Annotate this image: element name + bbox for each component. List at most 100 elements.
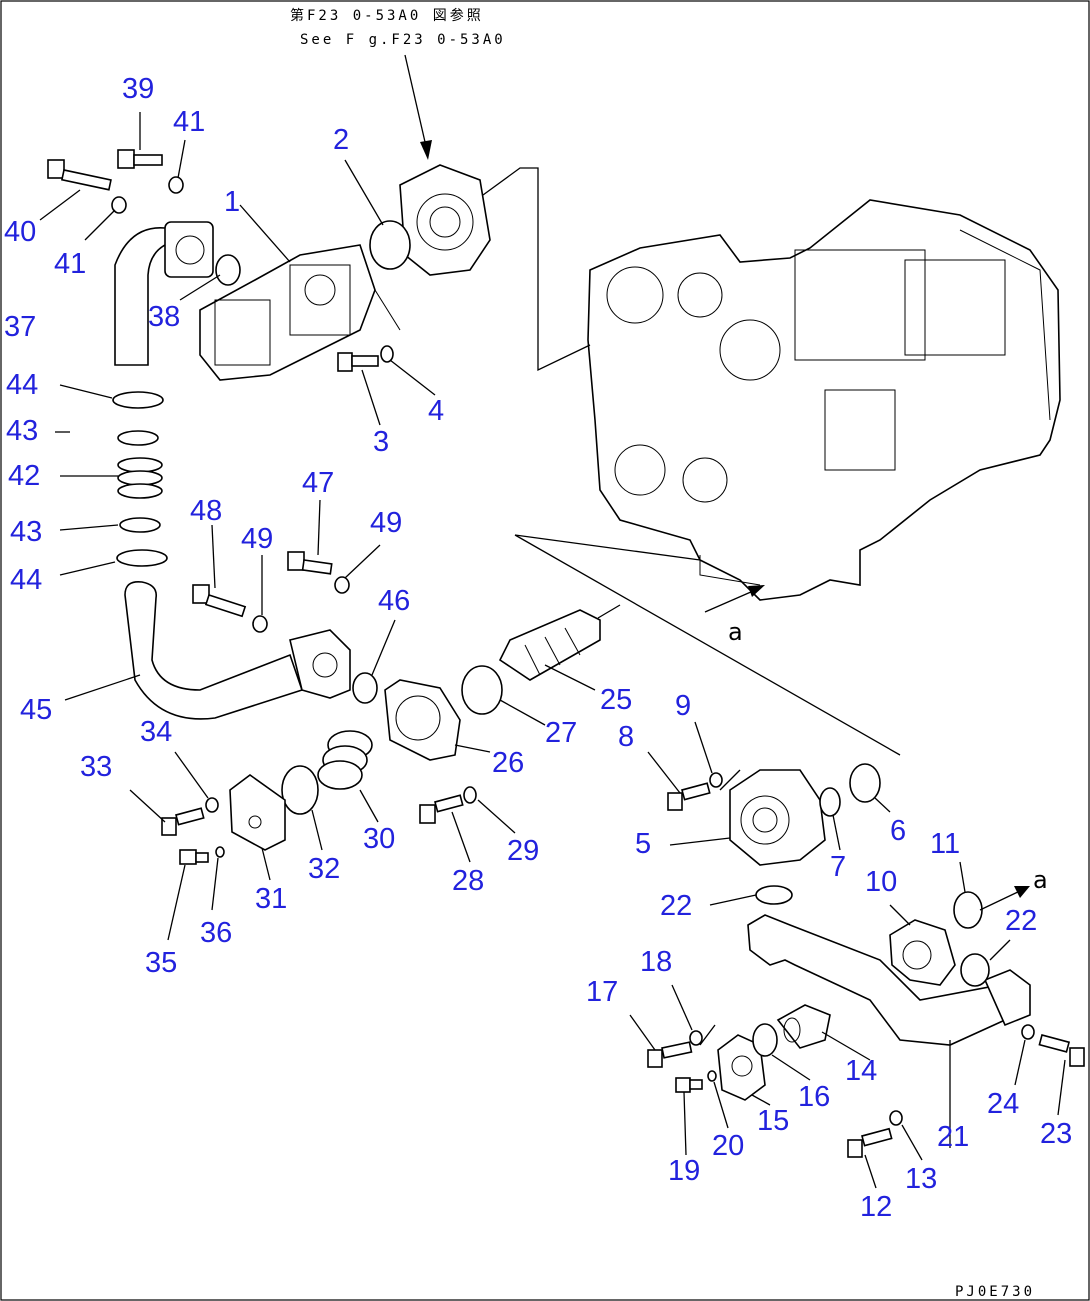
cover-31	[229, 774, 286, 851]
callout-49-left: 49	[241, 523, 273, 555]
leader-3	[361, 369, 381, 426]
leader-8	[647, 751, 681, 794]
leader-28	[451, 811, 471, 863]
leader-33	[129, 789, 166, 823]
washer-49-left	[252, 615, 268, 633]
bolt-39	[117, 149, 163, 169]
leader-12	[864, 1154, 877, 1189]
leader-24	[1014, 1039, 1026, 1086]
callout-26: 26	[492, 747, 524, 779]
leader-34	[174, 751, 209, 799]
callout-6: 6	[890, 815, 906, 847]
callout-31: 31	[255, 883, 287, 915]
callout-37: 37	[4, 311, 36, 343]
callout-38: 38	[148, 301, 180, 333]
o-ring-46	[352, 672, 378, 704]
callout-19: 19	[668, 1155, 700, 1187]
callout-29: 29	[507, 835, 539, 867]
leader-45	[64, 674, 141, 701]
leader-29	[477, 799, 516, 834]
leader-16	[771, 1054, 811, 1081]
callout-1: 1	[224, 186, 240, 218]
flange-15	[717, 1034, 766, 1101]
reference-arrow	[404, 54, 429, 156]
leader-17	[629, 1014, 656, 1051]
clamp-44-lower	[116, 549, 168, 567]
washer-34	[205, 797, 219, 813]
leader-25	[544, 664, 596, 691]
strainer-case-26	[384, 679, 461, 761]
transmission-housing	[587, 199, 1061, 601]
leader-46	[371, 619, 396, 676]
strainer-25	[498, 609, 601, 681]
bolt-33	[161, 807, 205, 836]
callout-44-lower: 44	[10, 564, 42, 596]
o-ring-36	[215, 846, 225, 858]
leader-48	[211, 524, 216, 589]
callout-10: 10	[865, 866, 897, 898]
leader-13	[901, 1124, 923, 1161]
leader-30	[359, 789, 379, 823]
leader-47	[317, 499, 321, 556]
callout-9: 9	[675, 690, 691, 722]
callout-16: 16	[798, 1081, 830, 1113]
callout-41-lower: 41	[54, 248, 86, 280]
o-ring-7	[819, 787, 841, 817]
view-letter-lower: a	[1033, 866, 1048, 894]
plug-35	[179, 849, 209, 865]
leader-26	[454, 744, 491, 753]
leader-4	[389, 359, 436, 396]
leader-41-upper	[177, 139, 186, 179]
discharge-pipe-21	[747, 914, 1031, 1046]
leader-22-lower	[989, 939, 1011, 961]
housing-leader-upper	[482, 167, 591, 372]
callout-36: 36	[200, 917, 232, 949]
leader-49-right	[344, 544, 381, 579]
strainer-leader	[597, 604, 621, 619]
bolt-48	[192, 584, 247, 618]
leader-20	[713, 1081, 729, 1129]
callout-15: 15	[757, 1105, 789, 1137]
callout-41-upper: 41	[173, 106, 205, 138]
reference-note-jp: 第F23 0-53A0 図参照	[290, 7, 484, 24]
callout-39: 39	[122, 73, 154, 105]
leader-36	[211, 857, 219, 911]
leader-19	[683, 1091, 687, 1156]
leader-32	[311, 809, 323, 851]
leader-14	[821, 1031, 871, 1061]
view-arrow-lower	[979, 889, 1023, 911]
housing-leader-lower	[514, 534, 901, 756]
callout-2: 2	[333, 124, 349, 156]
callout-49-right: 49	[370, 507, 402, 539]
bolt-12	[847, 1127, 893, 1158]
callout-18: 18	[640, 946, 672, 978]
washer-18	[689, 1030, 703, 1046]
drawing-code: PJ0E730	[955, 1284, 1035, 1300]
callout-27: 27	[545, 717, 577, 749]
leader-7	[832, 814, 841, 851]
view-arrowhead-lower	[1014, 886, 1030, 898]
ring-43-lower	[119, 517, 161, 533]
reference-arrowhead	[420, 140, 432, 160]
leader-5	[669, 837, 731, 846]
pump-5	[729, 769, 826, 866]
leader-44-lower	[59, 561, 116, 576]
pump-mount-cover	[399, 164, 491, 276]
callout-40: 40	[4, 216, 36, 248]
callout-43-upper: 43	[6, 415, 38, 447]
pump-assembly	[199, 244, 401, 381]
o-ring-11	[953, 891, 983, 929]
bolt-19	[675, 1077, 703, 1093]
view-arrowhead-upper	[748, 585, 765, 597]
leader-31	[261, 847, 271, 881]
callout-labels: 1 2 3 4 5 6 7 8 9 10 11 12 13 14 15 16 1…	[4, 73, 1072, 1223]
leader-44-upper	[59, 384, 113, 399]
callout-45: 45	[20, 694, 52, 726]
callout-48: 48	[190, 495, 222, 527]
view-letter-upper: a	[728, 618, 743, 646]
callout-22-upper: 22	[660, 890, 692, 922]
bolt-40	[47, 159, 112, 191]
bolt-28	[419, 794, 464, 824]
